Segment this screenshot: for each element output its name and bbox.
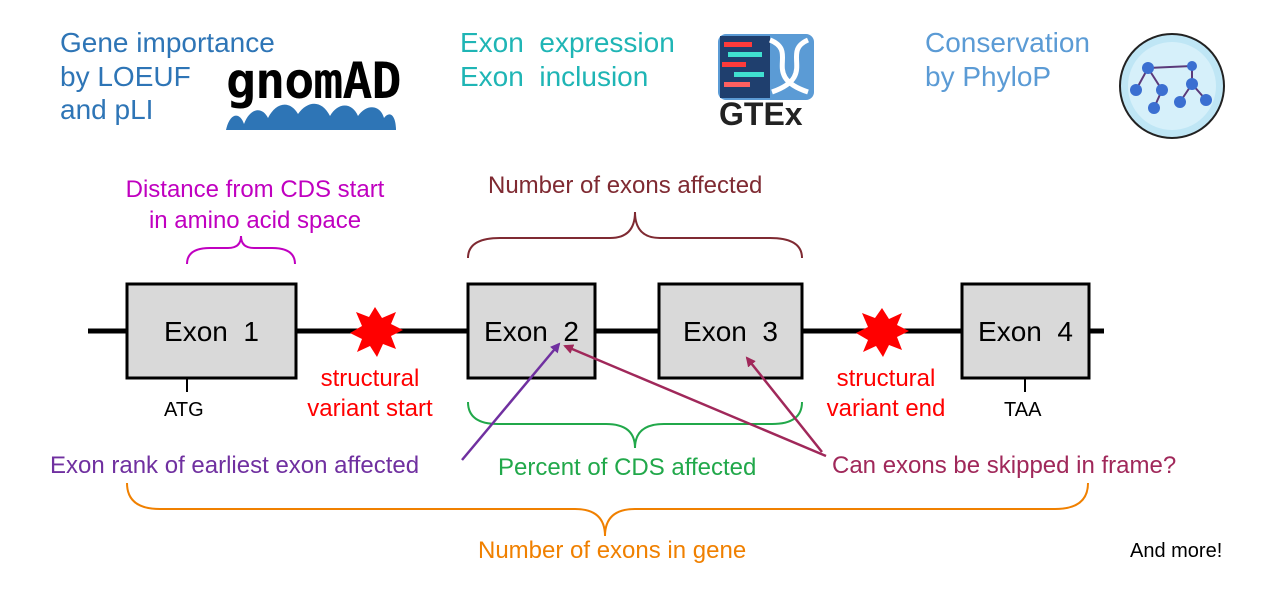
skip-frame-arrow-to-exon-2 — [563, 344, 827, 458]
variant-start-label-line-1: structural — [320, 365, 420, 392]
exon-2-box — [466, 282, 597, 380]
gnomad-description-line-3: and pLI — [60, 94, 154, 126]
distance-label-line-2: in amino acid space — [148, 207, 362, 235]
exon-1-box — [125, 282, 298, 380]
variant-end-label-line-1: structural — [836, 365, 936, 392]
distance-brace — [186, 235, 296, 265]
exon-1-label: Exon 1 — [164, 316, 259, 347]
skip-frame-arrow-to-exon-3 — [745, 356, 823, 453]
gnomad-logo-text: gnomAD — [226, 52, 402, 110]
skip-frame-label: Can exons be skipped in frame? — [832, 452, 1177, 479]
gtex-logo-text: GTEx — [719, 96, 803, 132]
exon-3-label: Exon 3 — [683, 316, 778, 347]
variant-start-label: structural variant start — [298, 364, 442, 424]
gnomad-logo-peaks — [226, 103, 396, 130]
breakpoint-end-explosion-icon — [856, 308, 909, 357]
variant-end-label: structural variant end — [814, 364, 958, 424]
gnomad-description-line-2: by LOEUF — [60, 60, 191, 92]
and-more-label: And more! — [1130, 540, 1223, 562]
gtex-logo-icon — [718, 34, 814, 100]
stop-codon-label: TAA — [1004, 399, 1042, 421]
exon-rank-label: Exon rank of earliest exon affected — [50, 452, 420, 479]
exons-in-gene-brace — [126, 482, 1089, 537]
gtex-description-line-1: Exon expression — [460, 27, 675, 58]
variant-end-label-line-2: variant end — [826, 395, 946, 422]
exons-affected-label: Number of exons affected — [488, 172, 763, 199]
breakpoint-start-explosion-icon — [350, 307, 403, 357]
exon-3-box — [657, 282, 804, 380]
distance-label-line-1: Distance from CDS start — [125, 176, 385, 203]
exon-4-label: Exon 4 — [978, 316, 1073, 347]
exons-affected-brace — [467, 211, 803, 259]
phylop-description-line-2: by PhyloP — [925, 60, 1052, 92]
start-codon-label: ATG — [164, 399, 204, 421]
exons-in-gene-label: Number of exons in gene — [478, 537, 747, 564]
gnomad-description-line-1: Gene importance — [60, 27, 275, 58]
variant-start-label-line-2: variant start — [307, 395, 433, 422]
gtex-description-line-2: Exon inclusion — [460, 60, 649, 92]
exon-2-label: Exon 2 — [484, 316, 579, 347]
phylop-logo-icon — [1119, 33, 1225, 139]
distance-label: Distance from CDS start in amino acid spa… — [105, 174, 405, 236]
phylop-description-line-1: Conservation — [925, 27, 1090, 58]
percent-cds-label: Percent of CDS affected — [498, 454, 757, 481]
cds-affected-brace — [467, 401, 803, 449]
exon-rank-arrow — [461, 342, 561, 461]
